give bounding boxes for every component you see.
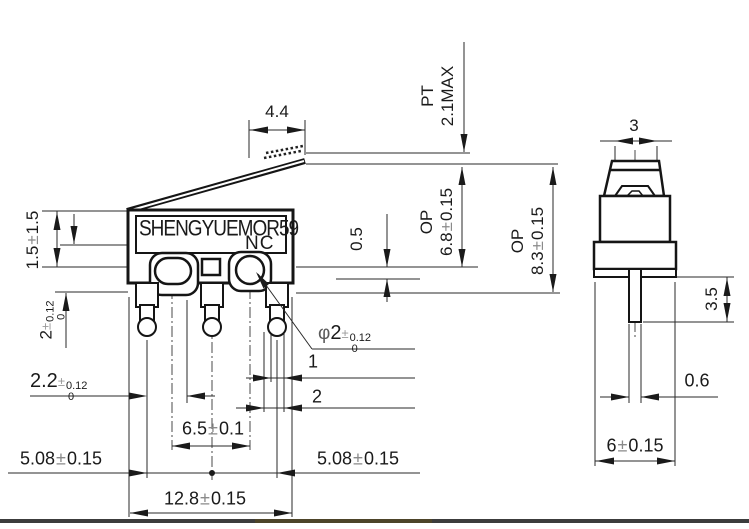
lever-arm-gap <box>127 160 305 212</box>
side-view-switch <box>592 159 678 323</box>
terminal-pin-middle <box>200 282 224 337</box>
extension-lines <box>42 120 734 517</box>
diameter-symbol: φ <box>318 323 331 344</box>
round-hole <box>234 254 266 286</box>
terminal-pin-left <box>135 282 159 337</box>
front-view-switch <box>126 144 306 337</box>
lever-serration <box>265 144 304 155</box>
side-flange <box>592 240 678 271</box>
brand-marking: SHENGYUEMOR59 <box>139 217 299 242</box>
image-bottom-rule-tint <box>255 519 432 523</box>
dimension-center-dot <box>209 470 215 476</box>
label-plate <box>135 215 287 254</box>
plunger-detail-inner <box>626 190 644 197</box>
dimension-arrows <box>53 126 731 517</box>
image-bottom-rule <box>0 519 749 523</box>
plunger-detail <box>614 185 656 197</box>
oval-hole <box>153 256 193 286</box>
square-hole <box>200 257 222 277</box>
side-body <box>598 194 672 244</box>
side-pin <box>628 268 642 323</box>
terminal-pin-right <box>265 282 289 337</box>
lever-serration <box>263 149 302 160</box>
contact-marking: NC <box>245 233 275 254</box>
